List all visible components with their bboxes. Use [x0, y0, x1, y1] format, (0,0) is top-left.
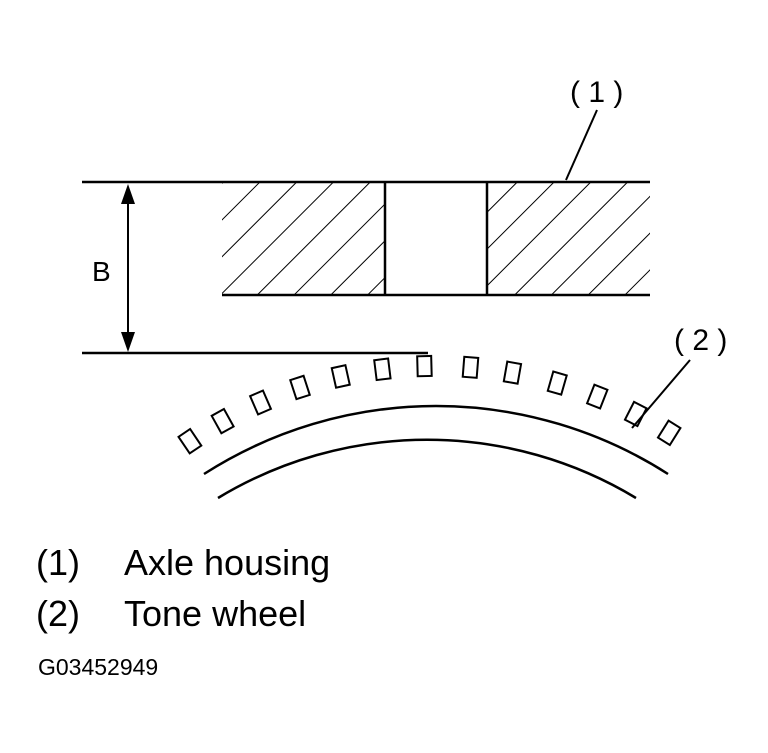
dimension-b-label: B [92, 256, 111, 287]
tone-wheel-tooth [585, 383, 609, 410]
housing-hatch-right [487, 182, 650, 295]
leader-2 [631, 359, 691, 429]
tone-wheel-tooth [461, 355, 480, 379]
housing-hatch-left [222, 182, 385, 295]
leader-1 [565, 109, 598, 181]
dimension-b-arrow [121, 184, 135, 352]
tone-wheel-tooth [546, 370, 568, 396]
tone-wheel-tooth [373, 357, 392, 382]
tone-wheel-tooth [502, 360, 523, 385]
legend-item-axle-housing: (1) Axle housing [36, 545, 330, 581]
tone-wheel [177, 354, 682, 500]
legend-item-tone-wheel: (2) Tone wheel [36, 596, 306, 632]
legend-number: (2) [36, 593, 80, 634]
tone-wheel-tooth [248, 389, 273, 416]
tone-wheel-tooth [210, 407, 235, 435]
tone-wheel-tooth [177, 427, 203, 455]
tone-wheel-tooth [330, 363, 351, 389]
callout-part-2: ( 2 ) [674, 324, 727, 357]
legend-label: Tone wheel [124, 593, 307, 634]
axle-housing [82, 180, 650, 297]
legend-label: Axle housing [124, 542, 331, 583]
tone-wheel-tooth [416, 354, 433, 378]
legend-number: (1) [36, 542, 80, 583]
figure-id: G03452949 [38, 654, 159, 680]
callout-part-1: ( 1 ) [570, 76, 623, 109]
tone-wheel-outer-arc [203, 404, 669, 476]
tone-wheel-tooth [289, 374, 312, 401]
tone-wheel-tooth [656, 419, 682, 447]
tone-wheel-inner-arc [217, 438, 637, 500]
tone-wheel-teeth [177, 354, 682, 455]
